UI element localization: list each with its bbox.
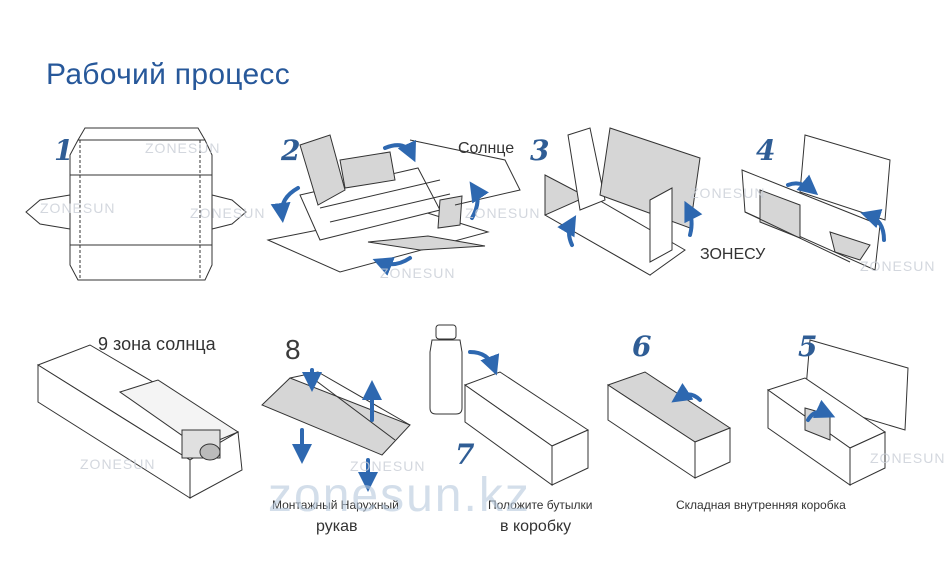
inner-box-caption: Складная внутренняя коробка (676, 498, 846, 512)
watermark-small: ZONESUN (40, 200, 116, 216)
step-4-inner-fold (741, 134, 891, 271)
step-7-open-box (463, 371, 590, 486)
step-6-inner-box (606, 371, 732, 479)
step-number-2: 2 (281, 134, 301, 167)
step-number-3: 3 (530, 134, 550, 167)
watermark-small: ZONESUN (350, 458, 426, 474)
page-title: Рабочий процесс (46, 58, 291, 91)
bottles-caption-line2: в коробку (500, 518, 572, 535)
fold-arrows (270, 139, 886, 492)
step-4-label: ЗОНЕСУ (700, 246, 766, 263)
watermark-small: ZONESUN (690, 185, 766, 201)
step-number-6: 6 (632, 330, 652, 363)
step-number-4: 4 (756, 134, 776, 167)
sleeve-caption-line2: рукав (316, 518, 358, 535)
watermark-small: ZONESUN (145, 140, 221, 156)
bottle-illustration (429, 324, 463, 415)
step-9-label: 9 зона солнца (98, 334, 216, 354)
step-2-label: Солнце (458, 140, 515, 157)
watermark-small: ZONESUN (380, 265, 456, 281)
step-9-sleeve-box (36, 344, 243, 499)
step-5-box-with-lid (766, 339, 909, 486)
step-number-5: 5 (798, 330, 818, 363)
step-3-raising-walls (543, 127, 701, 276)
step-number-7: 7 (455, 438, 475, 471)
sleeve-caption-line1: Монтажный Наружный (272, 498, 399, 512)
step-1-flat-blank (25, 127, 247, 281)
bottles-caption-line1: Положите бутылки (488, 498, 593, 512)
step-2-folding (266, 134, 521, 273)
watermark-small: ZONESUN (190, 205, 266, 221)
step-number-1: 1 (54, 134, 74, 167)
step-8-outer-sleeve (261, 371, 411, 456)
watermark-small: ZONESUN (80, 456, 156, 472)
step-number-8: 8 (285, 334, 301, 365)
watermark-large: zonesun.kz (268, 469, 531, 522)
watermark-small: ZONESUN (465, 205, 541, 221)
watermark-small: ZONESUN (860, 258, 936, 274)
watermark-small: ZONESUN (870, 450, 944, 466)
